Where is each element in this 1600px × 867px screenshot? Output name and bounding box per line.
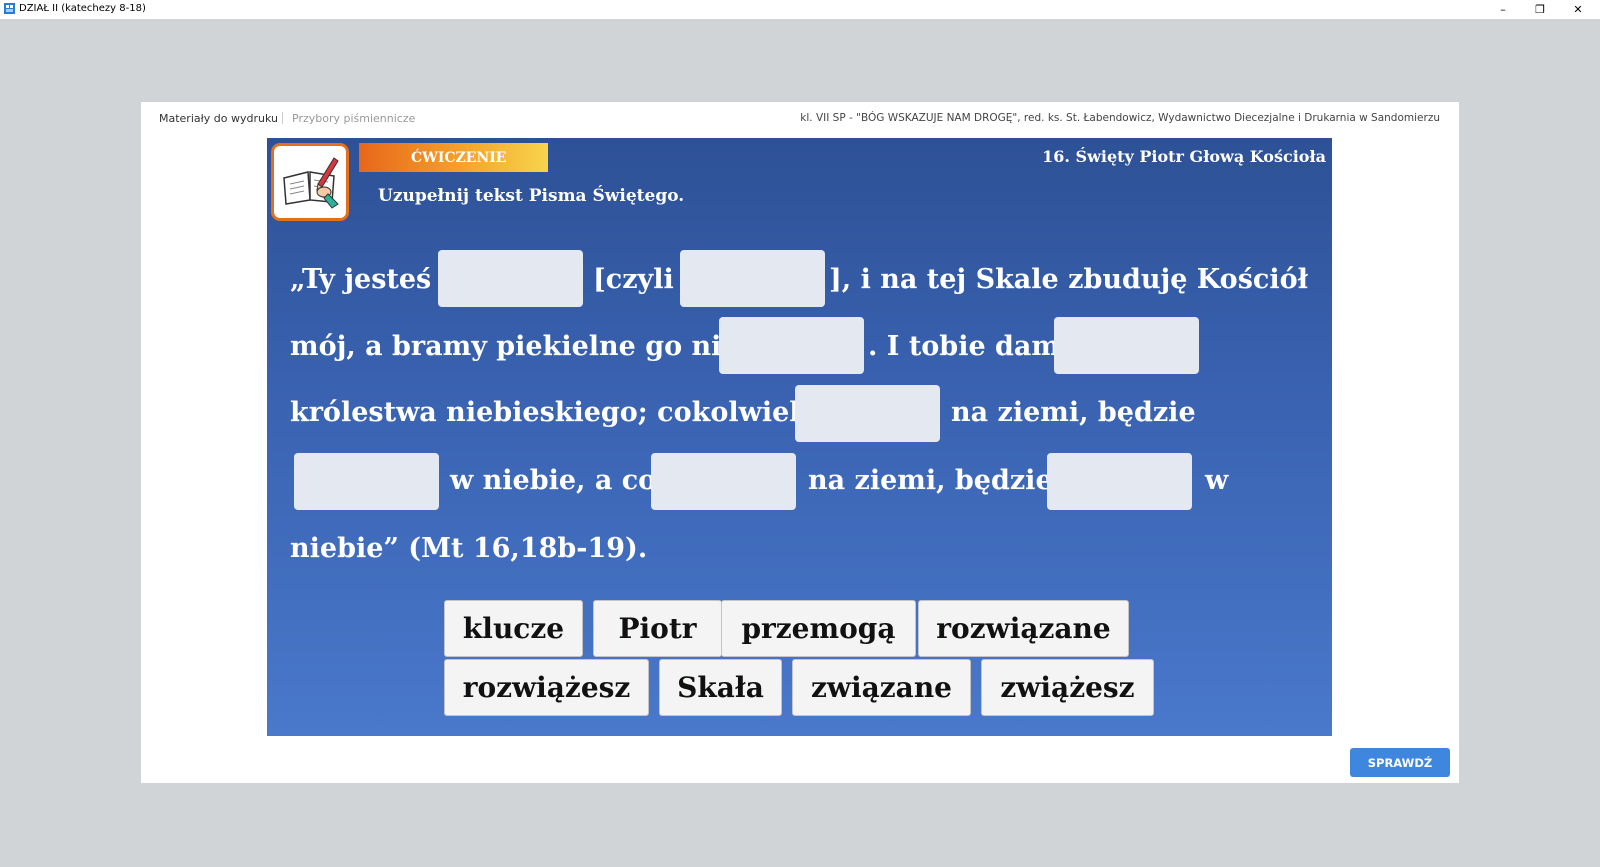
answer-blank-1[interactable]: [438, 250, 583, 307]
maximize-button[interactable]: ❐: [1535, 3, 1545, 16]
source-citation: kl. VII SP - "BÓG WSKAZUJE NAM DROGĘ", r…: [800, 112, 1440, 124]
answer-blank-2[interactable]: [680, 250, 825, 307]
exercise-tag: ĆWICZENIE: [359, 143, 548, 172]
nav-divider: [282, 112, 283, 124]
word-chip[interactable]: rozwiązane: [918, 600, 1129, 657]
text-fragment: [czyli: [593, 264, 674, 295]
text-fragment: mój, a bramy piekielne go nie: [290, 331, 739, 362]
text-fragment: w: [1205, 465, 1229, 496]
window-titlebar: DZIAŁ II (katechezy 8-18) – ❐ ✕: [0, 0, 1600, 19]
answer-blank-8[interactable]: [1047, 453, 1192, 510]
answer-blank-3[interactable]: [719, 317, 864, 374]
text-fragment: na ziemi, będzie: [808, 465, 1053, 496]
check-button[interactable]: SPRAWDŹ: [1350, 748, 1450, 777]
answer-blank-5[interactable]: [795, 385, 940, 442]
text-fragment: na ziemi, będzie: [951, 397, 1196, 428]
word-chip[interactable]: związane: [792, 659, 971, 716]
answer-blank-6[interactable]: [294, 453, 439, 510]
word-chip[interactable]: przemogą: [721, 600, 916, 657]
text-fragment: niebie” (Mt 16,18b-19).: [290, 533, 648, 564]
text-fragment: królestwa niebieskiego; cokolwiek: [290, 397, 808, 428]
exercise-icon-frame: [271, 143, 349, 221]
text-fragment: ], i na tej Skale zbuduję Kościół: [829, 264, 1308, 295]
text-fragment: . I tobie dam: [868, 331, 1060, 362]
answer-blank-7[interactable]: [651, 453, 796, 510]
word-chip[interactable]: rozwiążesz: [444, 659, 649, 716]
nav-materials-link[interactable]: Materiały do wydruku: [159, 112, 278, 125]
text-fragment: w niebie, a co: [450, 465, 657, 496]
lesson-title: 16. Święty Piotr Głową Kościoła: [1042, 147, 1326, 166]
text-fragment: „Ty jesteś: [290, 264, 432, 295]
notebook-pencil-icon: [283, 157, 339, 209]
word-chip[interactable]: Piotr: [593, 600, 722, 657]
app-icon: [4, 3, 15, 14]
minimize-button[interactable]: –: [1500, 3, 1506, 16]
exercise-instruction: Uzupełnij tekst Pisma Świętego.: [378, 186, 685, 206]
answer-blank-4[interactable]: [1054, 317, 1199, 374]
close-button[interactable]: ✕: [1573, 3, 1583, 16]
window-title: DZIAŁ II (katechezy 8-18): [19, 3, 146, 14]
word-chip[interactable]: Skała: [659, 659, 782, 716]
word-chip[interactable]: zwiążesz: [981, 659, 1154, 716]
nav-writing-tools-link[interactable]: Przybory piśmiennicze: [292, 112, 416, 125]
word-chip[interactable]: klucze: [444, 600, 583, 657]
